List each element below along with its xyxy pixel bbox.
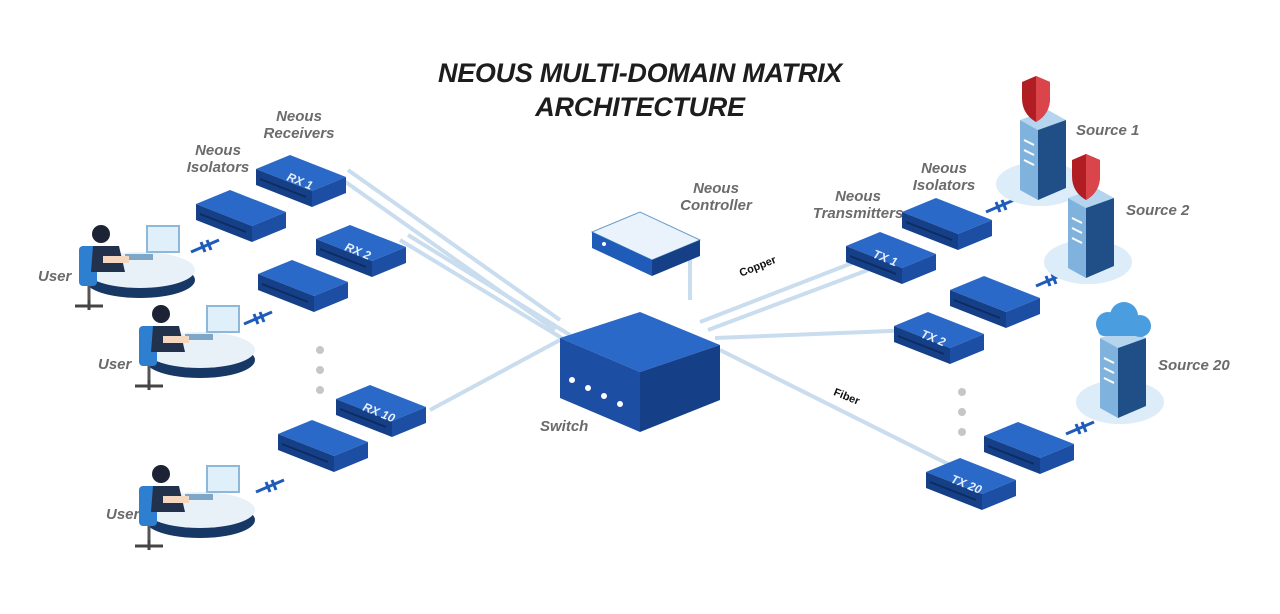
neous-controller-label: Neous Controller [668,180,764,214]
user-workstation-1 [73,223,197,312]
rx-ellipsis-dots [316,346,324,394]
tx-isolators-line-2: Isolators [912,177,976,194]
switch-label: Switch [540,418,589,435]
tx-isolator-1 [901,197,993,251]
transmitters-line-1: Neous [835,188,881,205]
user-connector-1 [189,238,221,254]
user-connector-3 [254,478,286,494]
user-label-1: User [38,268,72,285]
source-server-1 [995,109,1085,207]
rx-isolator-2 [257,259,349,313]
neous-receivers-line-2: Receivers [263,125,335,142]
neous-transmitters-label: Neous Transmitters [808,188,908,222]
source-1-label: Source 1 [1076,122,1140,139]
user-label-3: User [106,506,140,523]
tx-isolator-20 [983,421,1075,475]
user-connector-2 [242,310,274,326]
network-switch [560,312,720,432]
neous-receivers-label: Neous Receivers [256,108,342,142]
title-line-2: ARCHITECTURE [535,92,745,122]
rx-isolators-label: Neous Isolators [178,142,258,176]
rx-isolator-10 [277,419,369,473]
tx-isolators-line-1: Neous [921,160,967,177]
tx-ellipsis-dots [958,388,966,436]
source-2-label: Source 2 [1126,202,1190,219]
source-server-20 [1075,327,1165,425]
title-line-1: NEOUS MULTI-DOMAIN MATRIX [438,58,842,88]
controller-line-2: Controller [680,197,752,214]
user-workstation-2 [133,303,257,392]
tx-isolators-label: Neous Isolators [904,160,984,194]
rx-isolators-line-2: Isolators [186,159,250,176]
transmitters-line-2: Transmitters [812,205,904,222]
rx-isolator-1 [195,189,287,243]
network-cables [338,168,951,467]
source-connector-20 [1064,420,1096,436]
diagram-title: NEOUS MULTI-DOMAIN MATRIX ARCHITECTURE [400,56,880,124]
rx-isolators-line-1: Neous [195,142,241,159]
controller-line-1: Neous [693,180,739,197]
source-20-label: Source 20 [1158,357,1230,374]
cloud-icon [1096,302,1151,337]
source-connector-1 [984,198,1016,214]
user-workstation-3 [133,463,257,552]
user-label-2: User [98,356,132,373]
neous-controller [590,211,702,276]
tx-isolator-2 [949,275,1041,329]
neous-receivers-line-1: Neous [276,108,322,125]
